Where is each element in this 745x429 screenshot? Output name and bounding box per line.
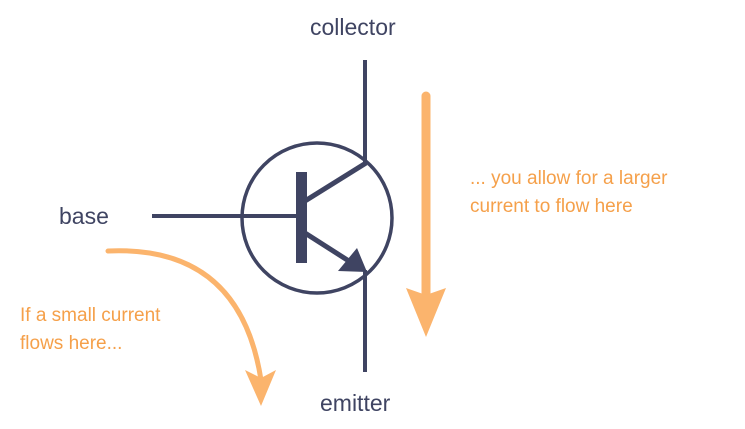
base-current-arrowhead <box>245 370 276 406</box>
collector-current-arrowhead <box>406 288 446 337</box>
collector-label: collector <box>310 14 396 40</box>
base-bar <box>296 172 307 263</box>
collector-current-note: ... you allow for a larger current to fl… <box>470 165 667 221</box>
base-current-arrow <box>105 248 264 383</box>
emitter-arrowhead <box>338 248 367 272</box>
note-line: ... you allow for a larger <box>470 168 668 189</box>
base-label: base <box>59 203 109 229</box>
collector-diagonal <box>303 160 368 204</box>
note-line: flows here... <box>20 333 123 354</box>
emitter-label: emitter <box>320 390 391 416</box>
emitter-diagonal <box>303 230 354 266</box>
note-line: If a small current <box>20 305 161 326</box>
note-line: current to flow here <box>470 196 633 217</box>
base-current-note: If a small current flows here... <box>20 302 160 358</box>
